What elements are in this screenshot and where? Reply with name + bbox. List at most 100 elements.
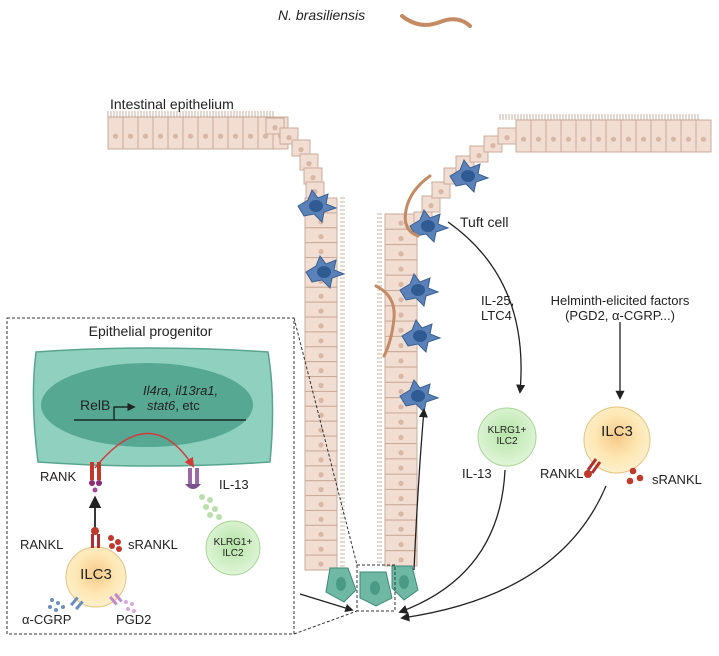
cell-nucleus xyxy=(318,338,324,344)
migration-arrow xyxy=(413,408,428,571)
cell-nucleus xyxy=(187,133,194,139)
cell-nucleus xyxy=(306,161,312,167)
cell-nucleus xyxy=(318,531,324,537)
inset-title: Epithelial progenitor xyxy=(88,323,213,339)
promoter-arrow xyxy=(113,402,136,420)
ilc2-inset-label-1: KLRG1+ xyxy=(213,537,253,548)
genes-line-2: stat6, etc xyxy=(147,398,200,413)
cell-nucleus xyxy=(655,136,662,142)
epithelial-cell xyxy=(122,116,139,150)
epithelial-cell xyxy=(515,119,532,153)
ilc2-main-label-2: ILC2 xyxy=(496,436,518,447)
genes-line-1: Il4ra, il13ra1, xyxy=(143,383,219,398)
ilc3-inset-label: ILC3 xyxy=(80,566,112,583)
cell-nucleus xyxy=(398,266,404,272)
cell-nucleus xyxy=(217,133,224,139)
epithelial-cell xyxy=(152,116,169,150)
tuft-cell-label: Tuft cell xyxy=(460,214,509,230)
cell-nucleus xyxy=(318,248,324,255)
cell-nucleus xyxy=(398,511,404,517)
cell-nucleus xyxy=(298,147,304,153)
epithelial-cell xyxy=(137,116,154,150)
helminth-factors-label-2: (PGD2, α-CGRP...) xyxy=(565,308,675,323)
cell-nucleus xyxy=(398,419,404,425)
ilc2-to-crypt-arrow xyxy=(398,469,506,614)
cell-nucleus xyxy=(318,323,324,329)
srankl-inset-dots xyxy=(108,535,122,552)
cell-nucleus xyxy=(318,427,324,433)
cell-nucleus xyxy=(202,133,209,139)
cell-nucleus xyxy=(428,203,434,209)
cell-nucleus xyxy=(398,526,404,532)
rankl-main-icon xyxy=(584,458,602,478)
epithelial-cell xyxy=(242,116,259,150)
cell-nucleus xyxy=(318,487,324,493)
tuft-cell-icon xyxy=(305,254,346,290)
tuft-cells xyxy=(297,158,490,414)
cell-nucleus xyxy=(318,472,324,478)
ilc3-main-label: ILC3 xyxy=(601,423,633,440)
cell-nucleus xyxy=(398,343,404,349)
genes-line-2-italic: stat6 xyxy=(147,398,176,413)
ilc2-inset-cell xyxy=(205,520,261,576)
epithelial-cell xyxy=(605,119,622,153)
epithelial-cell xyxy=(650,119,667,153)
tuft-cell-icon xyxy=(399,378,440,414)
cell-nucleus xyxy=(318,353,324,359)
ilc3-inset-cell xyxy=(65,546,127,608)
epithelial-cell xyxy=(530,119,547,153)
tuft-signal-label-1: IL-25, xyxy=(481,293,515,308)
il13-main-label: IL-13 xyxy=(462,466,492,481)
cell-nucleus xyxy=(318,516,324,523)
epithelial-cell xyxy=(182,116,199,150)
cell-nucleus xyxy=(610,136,617,142)
cell-nucleus xyxy=(142,133,149,139)
tuft-cell-icon xyxy=(297,188,338,224)
cell-nucleus xyxy=(398,541,404,548)
epithelial-cell xyxy=(545,119,562,153)
rankl-inset-icon xyxy=(91,527,100,548)
crypt-zoom-box xyxy=(356,564,396,612)
cell-nucleus xyxy=(476,153,482,159)
cell-nucleus xyxy=(157,133,164,139)
epithelial-cell xyxy=(635,119,652,153)
il13-dots xyxy=(199,494,222,520)
srankl-inset-label: sRANKL xyxy=(128,537,178,552)
cell-nucleus xyxy=(490,143,496,149)
cell-nucleus xyxy=(318,501,324,508)
cell-nucleus xyxy=(318,382,324,389)
epithelial-cell xyxy=(695,119,712,153)
cell-nucleus xyxy=(398,373,404,379)
cell-nucleus xyxy=(438,189,444,195)
epithelial-cell xyxy=(590,119,607,153)
cell-nucleus xyxy=(262,133,269,139)
il13-inset-label: IL-13 xyxy=(219,477,249,492)
worm-icon xyxy=(400,14,472,28)
srankl-main-dots xyxy=(626,467,644,485)
rank-label: RANK xyxy=(40,469,77,484)
ilc3-main-cell xyxy=(583,406,651,474)
cell-nucleus xyxy=(398,327,404,333)
cell-nucleus xyxy=(310,175,316,181)
cell-nucleus xyxy=(398,312,404,318)
cell-nucleus xyxy=(640,136,647,142)
cell-nucleus xyxy=(272,125,278,131)
cell-nucleus xyxy=(286,135,292,141)
epithelial-cell xyxy=(197,116,214,150)
cell-nucleus xyxy=(700,136,707,142)
ilc2-main-cell xyxy=(477,407,537,467)
srankl-main-label: sRANKL xyxy=(652,472,702,487)
cell-nucleus xyxy=(504,135,510,141)
cell-nucleus xyxy=(398,358,404,364)
cell-nucleus xyxy=(318,457,324,463)
cell-nucleus xyxy=(172,133,179,139)
tuft-cell-icon xyxy=(399,272,440,308)
cell-nucleus xyxy=(670,136,677,142)
worm-species-label: N. brasiliensis xyxy=(278,7,366,23)
worm-icon xyxy=(374,284,396,358)
epithelial-cell xyxy=(575,119,592,153)
cell-nucleus xyxy=(398,251,404,257)
cell-nucleus xyxy=(565,136,572,142)
worm-icon xyxy=(403,174,432,238)
